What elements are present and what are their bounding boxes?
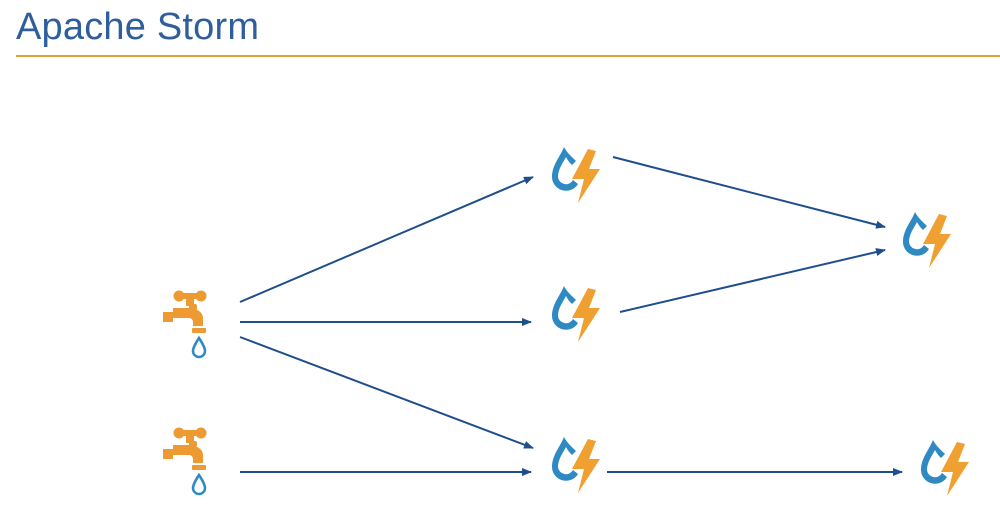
edge-spout1-bolt1 — [239, 176, 534, 303]
title-underline — [16, 55, 1000, 57]
edge-bolt1-bolt4 — [612, 156, 886, 229]
slide-title: Apache Storm — [16, 6, 260, 48]
bolt-1-drop-lightning-icon — [552, 147, 600, 203]
bolt-2-drop-lightning-icon — [552, 286, 600, 342]
edge-spout1-bolt3 — [239, 336, 534, 449]
spout-1-faucet-icon — [163, 290, 208, 359]
spout-2-faucet-icon — [163, 427, 208, 496]
bolt-4-drop-lightning-icon — [903, 212, 951, 268]
edges — [239, 156, 903, 476]
edge-bolt2-bolt4 — [619, 248, 886, 313]
bolt-3-drop-lightning-icon — [552, 437, 600, 493]
bolt-5-drop-lightning-icon — [921, 440, 969, 496]
